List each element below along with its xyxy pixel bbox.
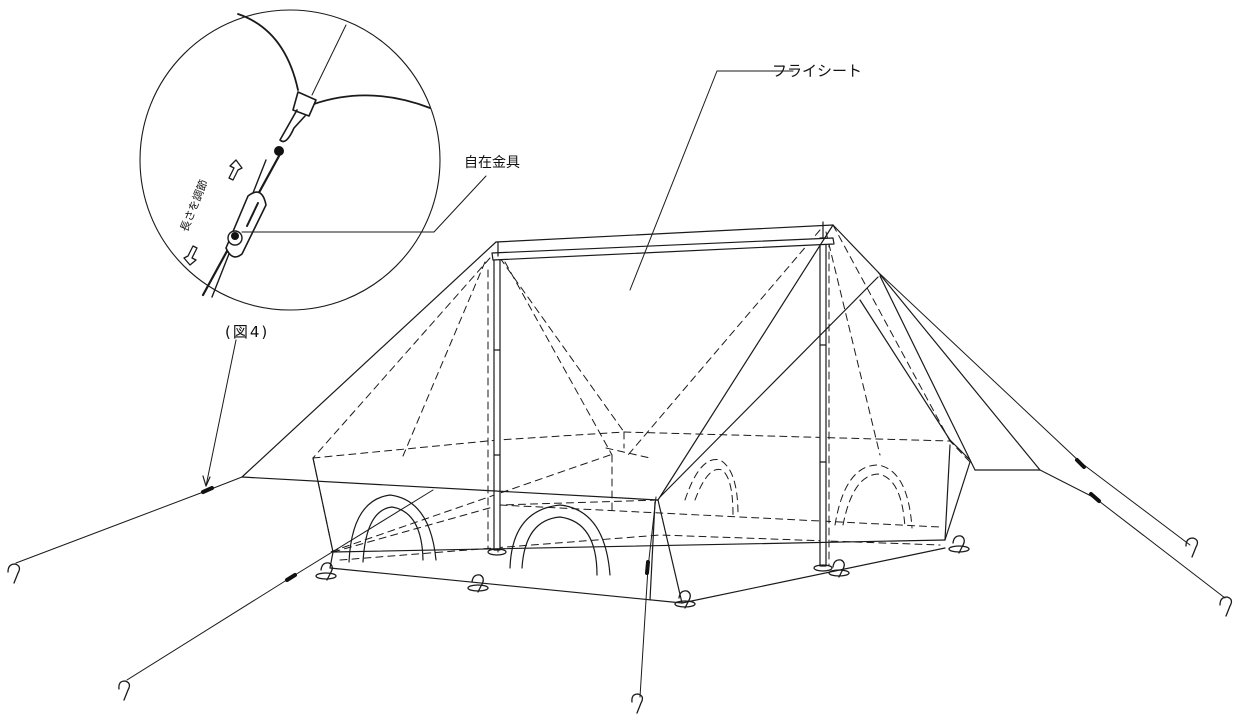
- figure-caption: (図4): [225, 323, 270, 341]
- guy-lines: [15, 271, 1226, 698]
- inner-tent: [312, 224, 971, 566]
- adjuster-label: 自在金具: [464, 155, 520, 171]
- poles: [487, 221, 835, 572]
- fly-sheet-label: フライシート: [772, 62, 863, 80]
- fly-sheet: [241, 224, 1041, 604]
- detail-circle: [139, 9, 487, 311]
- pegs: [7, 535, 1233, 714]
- leaders: [202, 70, 794, 487]
- guy-line-adjusters: [201, 458, 1101, 582]
